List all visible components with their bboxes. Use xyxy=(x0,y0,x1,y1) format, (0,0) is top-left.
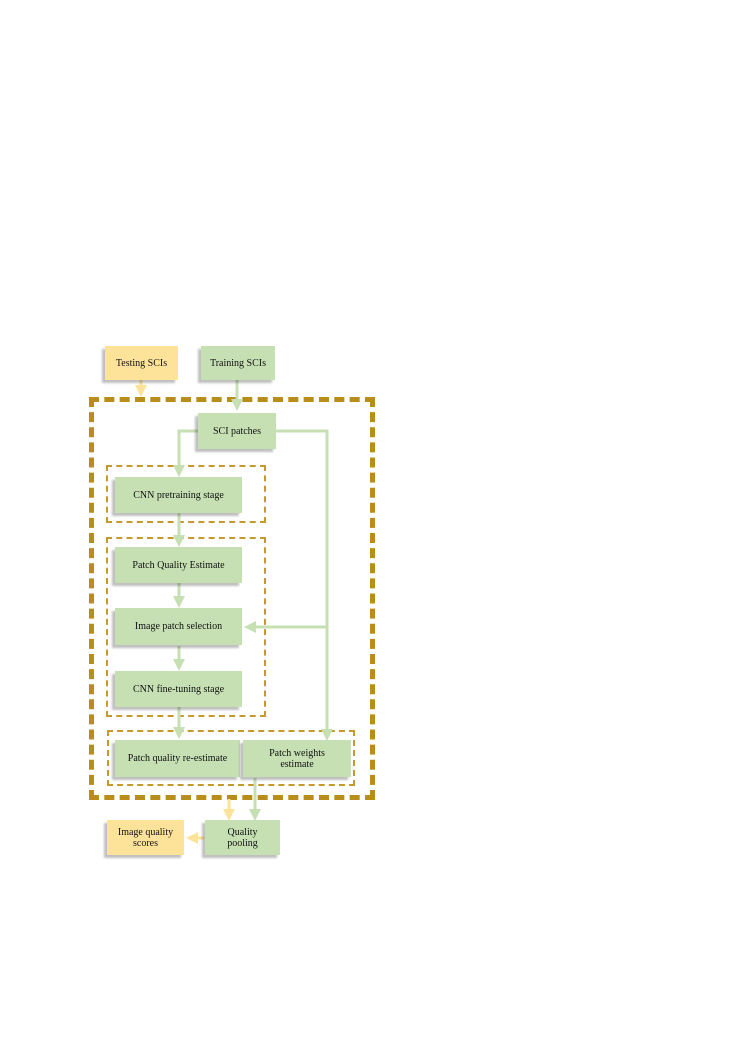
pretraining-region xyxy=(106,465,266,523)
arrow-patches-to-pretraining xyxy=(173,429,198,477)
testing-scis-box: Testing SCIs xyxy=(105,346,178,380)
quality-pooling-label-line1: Quality xyxy=(227,826,258,838)
patch-weights-label-line1: Patch weights xyxy=(269,747,325,759)
image-quality-label-line2: scores xyxy=(133,837,158,849)
image-patch-selection-label: Image patch selection xyxy=(134,621,223,632)
patch-quality-estimate-label: Patch Quality Estimate xyxy=(132,559,225,571)
patch-quality-reestimate-box: Patch quality re-estimate xyxy=(115,740,240,777)
testing-scis-label: Testing SCIs xyxy=(115,357,168,369)
patch-weights-estimate-box: Patch weights estimate xyxy=(243,740,351,777)
sci-patches-box: SCI patches xyxy=(198,413,276,449)
cnn-finetuning-box: CNN fine-tuning stage xyxy=(115,671,242,707)
sci-patches-label: SCI patches xyxy=(212,425,262,437)
image-patch-selection-box: Image patch selection xyxy=(115,608,242,645)
quality-pooling-box: Quality pooling xyxy=(205,820,280,855)
quality-pooling-label-line2: pooling xyxy=(227,837,258,849)
patch-quality-reestimate-label: Patch quality re-estimate xyxy=(127,753,228,764)
training-scis-label: Training SCIs xyxy=(209,357,267,369)
image-quality-scores-box: Image quality scores xyxy=(107,820,184,855)
cnn-finetuning-label: CNN fine-tuning stage xyxy=(132,683,225,695)
training-scis-box: Training SCIs xyxy=(201,346,275,380)
estimate-region xyxy=(107,730,355,786)
image-quality-label-line1: Image quality xyxy=(117,826,174,838)
patch-weights-label-line2: estimate xyxy=(280,758,314,770)
cnn-pretraining-label: CNN pretraining stage xyxy=(133,489,224,501)
arrow-patches-to-weights xyxy=(275,429,333,741)
cnn-pretraining-box: CNN pretraining stage xyxy=(115,477,242,513)
patch-quality-estimate-box: Patch Quality Estimate xyxy=(115,547,242,583)
